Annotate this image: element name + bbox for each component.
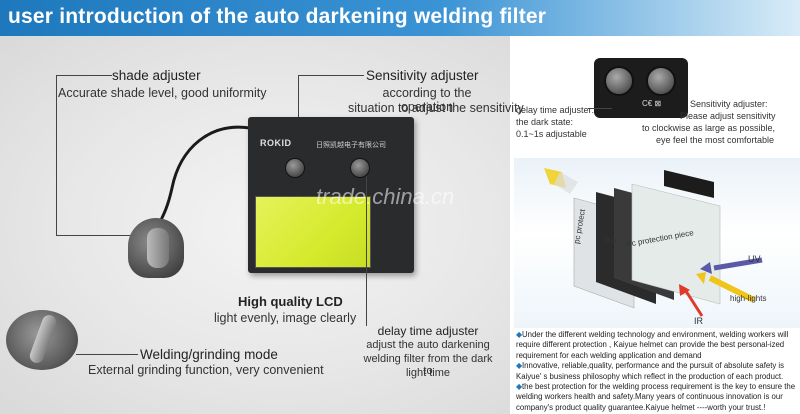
lcd-window: [255, 196, 371, 268]
delay-title: delay time adjuster: [377, 324, 479, 338]
sens-note-line4: eye feel the most comfortable: [656, 135, 775, 145]
delay-note-pointer: [588, 108, 612, 109]
banner-title: user introduction of the auto darkening …: [8, 5, 547, 28]
lcd-title: High quality LCD: [238, 294, 343, 309]
note-paragraph: ◆Innovative, reliable,quality, performan…: [516, 361, 785, 381]
sens-leader-line: [298, 75, 364, 76]
sensitivity-line1: according to the operation: [382, 86, 472, 114]
note-paragraph: ◆Under the different welding technology …: [516, 330, 789, 360]
mode-title: Welding/grinding mode: [140, 347, 278, 362]
closeup-delay-knob-icon: [604, 66, 634, 96]
company-notes: ◆Under the different welding technology …: [516, 330, 800, 413]
label-filter: filter: [602, 236, 618, 245]
sens-note-line3: to clockwise as large as possible,: [642, 123, 776, 133]
shade-leader-line-vert: [56, 75, 57, 235]
shade-adjuster-title: shade adjuster: [112, 68, 201, 83]
label-ir: IR: [694, 316, 703, 326]
lcd-desc: light evenly, image clearly: [214, 311, 357, 325]
delay-knob-icon: [350, 158, 370, 178]
delay-note-line1: delay time adjuster:: [516, 105, 595, 115]
sensitivity-knob-icon: [285, 158, 305, 178]
device-brand: ROKID: [260, 138, 292, 148]
sens-note-line2: Please adjust sensitivity: [680, 111, 776, 121]
device-cable: [158, 125, 251, 223]
watermark: trade.china.cn: [316, 184, 455, 209]
delay-line1: adjust the auto darkening: [366, 339, 490, 351]
shade-adjuster-desc: Accurate shade level, good uniformity: [58, 86, 267, 100]
delay-note-line3: 0.1~1s adjustable: [516, 129, 587, 139]
sensitivity-title: Sensitivity adjuster: [366, 68, 479, 83]
delay-note-line2: the dark state:: [516, 117, 574, 127]
label-highlights: high-lights: [730, 294, 767, 303]
title-banner: user introduction of the auto darkening …: [0, 0, 800, 36]
delay-line2: welding filter from the dark to: [363, 353, 493, 377]
shade-leader-line-end: [56, 235, 136, 236]
closeup-sensitivity-knob-icon: [646, 66, 676, 96]
label-uv: UV: [748, 254, 761, 264]
mode-leader-line: [76, 354, 138, 355]
bullet-icon: ◆: [516, 382, 522, 392]
layers-illustration: [544, 168, 763, 317]
shade-knob-cap: [147, 228, 169, 268]
note-paragraph: ◆the best protection for the welding pro…: [516, 382, 796, 412]
delay-line3: light time: [405, 367, 451, 379]
delay-leader-line: [366, 176, 367, 326]
mode-desc: External grinding function, very conveni…: [88, 363, 324, 377]
bullet-icon: ◆: [516, 330, 522, 339]
shade-leader-line: [56, 75, 112, 76]
bullet-icon: ◆: [516, 361, 522, 371]
sensitivity-line2: situation to adjust the sensitivity: [348, 101, 524, 115]
ce-mark-icon: C€ ⊠: [642, 99, 662, 108]
sens-note-line1: Sensitivity adjuster:: [690, 99, 768, 109]
device-company-text: 日照凯越电子有限公司: [316, 142, 386, 149]
